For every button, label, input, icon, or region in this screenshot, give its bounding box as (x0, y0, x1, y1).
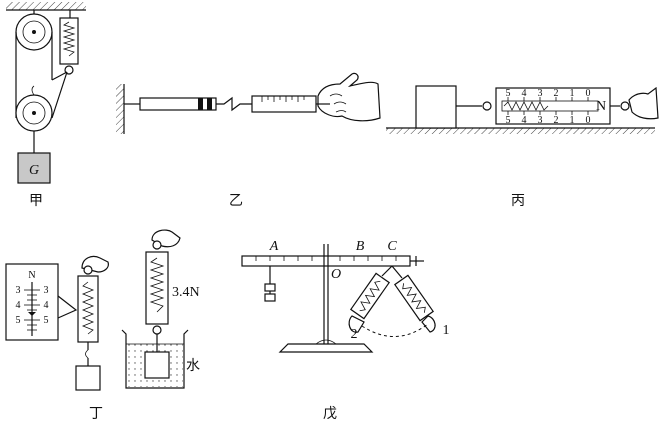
weight-block (17, 152, 51, 184)
bing-num-top-1: 1 (570, 88, 575, 99)
hand-ding-1 (81, 255, 109, 273)
weight-1 (264, 283, 276, 292)
point-A: A (269, 239, 279, 254)
spring-scale-pos-1 (393, 274, 435, 322)
zoom-left-4: 4 (16, 300, 21, 311)
figure-bing: 5 4 3 2 1 0 5 4 3 2 1 0 N 丙 (386, 85, 659, 209)
figure-wu: A B C O 2 1 戊 (241, 239, 450, 422)
figure-ding: N 3 4 5 3 4 5 3.4N (5, 229, 200, 422)
hand-pos-1 (421, 315, 436, 333)
zoom-left-3: 3 (16, 285, 21, 296)
reading-label: 3.4N (172, 285, 200, 300)
weight-2 (264, 293, 276, 302)
scale-ticks-bing (507, 97, 589, 115)
zoom-right-5: 5 (44, 315, 49, 326)
zoom-left-5: 5 (16, 315, 21, 326)
liquid-label: 水 (186, 358, 200, 374)
motion-arc (361, 323, 429, 337)
point-C: C (387, 239, 397, 254)
hand-bing (628, 86, 659, 120)
ding-zoom-unit: N (28, 270, 35, 281)
spring-scale-jia (59, 17, 79, 65)
hand-ding-2 (151, 229, 181, 248)
bing-unit: N (596, 99, 606, 114)
position-2: 2 (351, 327, 358, 342)
caption-jia: 甲 (29, 194, 43, 209)
scale-tube-left (139, 97, 217, 111)
lever-bar (241, 255, 411, 267)
block-in-water (144, 351, 170, 379)
ceiling-hatch (6, 2, 86, 10)
bing-num-bot-3: 3 (538, 115, 543, 126)
caption-wu: 戊 (323, 406, 337, 422)
spring-scale-ding-1 (77, 275, 99, 343)
beaker (121, 329, 189, 389)
zoom-right-3: 3 (44, 285, 49, 296)
bing-num-top-4: 4 (522, 88, 527, 99)
caption-yi: 乙 (229, 193, 243, 209)
block-in-air (75, 365, 101, 391)
hand-yi (317, 72, 381, 122)
bing-num-bot-5: 5 (506, 115, 511, 126)
figure-jia: G 甲 (6, 2, 86, 209)
weight-label: G (29, 163, 39, 178)
position-1: 1 (443, 323, 450, 338)
bing-num-top-2: 2 (554, 88, 559, 99)
caption-ding: 丁 (89, 407, 103, 422)
bing-num-bot-1: 1 (570, 115, 575, 126)
figure-yi: 乙 (116, 72, 381, 209)
point-O: O (331, 267, 341, 282)
bing-num-top-5: 5 (506, 88, 511, 99)
caption-bing: 丙 (511, 194, 525, 209)
zoom-ticks (24, 289, 40, 331)
bing-num-bot-2: 2 (554, 115, 559, 126)
bing-num-top-0: 0 (586, 88, 591, 99)
bing-num-top-3: 3 (538, 88, 543, 99)
bing-num-bot-4: 4 (522, 115, 527, 126)
point-B: B (356, 239, 365, 254)
block (415, 85, 457, 129)
hand-pos-2 (348, 315, 365, 333)
lever-ticks (255, 256, 397, 261)
zoom-right-4: 4 (44, 300, 49, 311)
stand-base (278, 343, 374, 353)
spring-scale-pos-2 (349, 272, 391, 320)
wall-hatch (116, 84, 124, 134)
bing-num-bot-0: 0 (586, 115, 591, 126)
spring-scale-bing (495, 87, 611, 125)
